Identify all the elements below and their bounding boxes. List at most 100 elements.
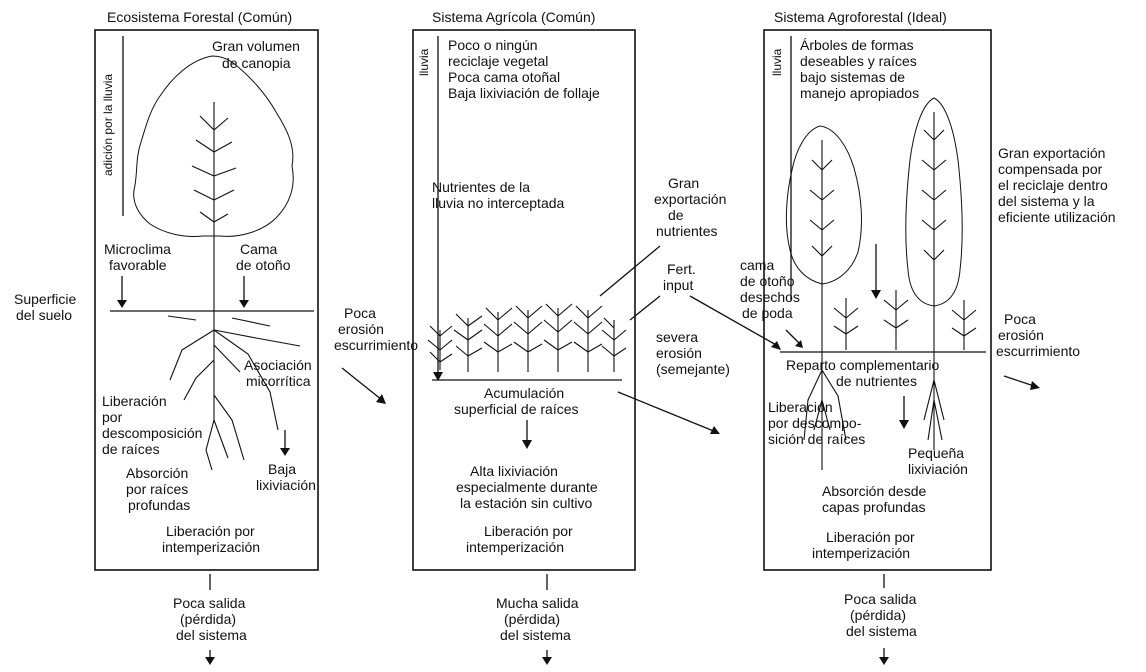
af-weather-2: intemperización xyxy=(812,545,910,561)
af-output-3: del sistema xyxy=(846,623,917,639)
af-absorb-1: Absorción desde xyxy=(822,483,927,499)
decomp-1: Liberación xyxy=(102,393,167,409)
severe-arrow xyxy=(617,391,717,433)
export-3: de xyxy=(668,207,684,223)
af-litter-1: cama xyxy=(740,257,774,273)
af-litter-arrow xyxy=(785,329,801,345)
agri-leach-arrowhead xyxy=(522,440,532,449)
leach-2: lixiviación xyxy=(256,477,316,493)
agri-leach-3: la estación sin cultivo xyxy=(460,495,593,511)
canopy-note-2: de canopia xyxy=(222,55,291,71)
erosion2-3: escurrimiento xyxy=(996,343,1080,359)
leach-arrowhead xyxy=(280,448,290,456)
af-leach-1: Pequeña xyxy=(908,445,964,461)
absorb-3: profundas xyxy=(128,497,190,513)
severe-arrowhead xyxy=(710,426,720,434)
erosion2-1: Poca xyxy=(1004,311,1036,327)
agri-output-1: Mucha salida xyxy=(496,595,579,611)
erosion2-arrowhead xyxy=(1030,381,1040,390)
af-leach-arrowhead xyxy=(899,420,909,429)
agri-note-1: Poco o ningún xyxy=(448,37,538,53)
compens-3: el reciclaje dentro xyxy=(998,177,1108,193)
erosion1-1: Poca xyxy=(344,305,376,321)
af-note-2: deseables y raíces xyxy=(800,53,917,69)
panel-agroforest-title: Sistema Agroforestal (Ideal) xyxy=(774,9,947,25)
af-repl-2: de nutrientes xyxy=(836,373,917,389)
panel-agri-frame xyxy=(412,29,636,571)
erosion1-arrow xyxy=(341,367,383,401)
agri-crops xyxy=(427,303,627,372)
agri-note-4: Baja lixiviación de follaje xyxy=(448,85,600,101)
absorb-1: Absorción xyxy=(126,465,188,481)
canopy-note-1: Gran volumen xyxy=(212,38,300,54)
af-decomp-3: sición de raíces xyxy=(768,431,865,447)
export-4: nutrientes xyxy=(656,223,717,239)
soil-surface-1: Superficie xyxy=(14,291,76,307)
tree-trunk xyxy=(191,102,237,312)
agri-out-arrowhead xyxy=(542,657,552,665)
agri-output-2: (pérdida) xyxy=(504,611,560,627)
af-rain-label: lluvia xyxy=(770,48,784,76)
soil-surface-2: del suelo xyxy=(16,307,72,323)
litter-2: de otoño xyxy=(236,257,291,273)
litter-1: Cama xyxy=(240,241,278,257)
agri-roots-1: Acumulación xyxy=(484,385,564,401)
agri-note-3: Poca cama otoñal xyxy=(448,69,560,85)
severe-1: severa xyxy=(656,329,698,345)
panel-agri-title: Sistema Agrícola (Común) xyxy=(432,9,595,25)
fert-arrowhead xyxy=(771,341,781,350)
absorb-2: por raíces xyxy=(126,481,188,497)
erosion1-2: erosión xyxy=(338,321,384,337)
output-2: (pérdida) xyxy=(180,611,236,627)
compens-1: Gran exportación xyxy=(998,145,1105,161)
af-tree-left-trunk xyxy=(803,140,847,470)
agri-roots-2: superficial de raíces xyxy=(454,401,579,417)
af-note-4: manejo apropiados xyxy=(800,85,919,101)
severe-2: erosión xyxy=(656,345,702,361)
microclimate-1: Microclima xyxy=(104,241,171,257)
tree-canopy xyxy=(133,55,294,237)
agri-nutr-1: Nutrientes de la xyxy=(432,179,530,195)
agri-note-2: reciclaje vegetal xyxy=(448,53,548,69)
af-litter-3: desechos xyxy=(740,289,800,305)
panel-forest-frame xyxy=(94,29,319,571)
micro-arrowhead xyxy=(117,300,127,308)
rain-label: adición por la lluvia xyxy=(101,74,115,176)
af-repl-1: Reparto complementario xyxy=(786,357,940,373)
erosion2-2: erosión xyxy=(998,327,1044,343)
af-leach-2: lixiviación xyxy=(908,461,968,477)
panel-agroforest-frame xyxy=(763,29,992,571)
decomp-4: de raíces xyxy=(102,441,160,457)
weather-1: Liberación por xyxy=(166,523,255,539)
panel-forest: Ecosistema Forestal (Común) adición por … xyxy=(94,9,319,665)
af-litter-4: de poda xyxy=(742,305,793,321)
agri-output-3: del sistema xyxy=(500,627,571,643)
litter-arrowhead xyxy=(239,300,249,308)
panel-agroforest: Sistema Agroforestal (Ideal) lluvia Árbo… xyxy=(740,9,992,665)
tree-roots xyxy=(167,312,301,471)
af-weather-1: Liberación por xyxy=(826,529,915,545)
decomp-3: descomposición xyxy=(102,425,202,441)
agri-weather-2: intemperización xyxy=(466,539,564,555)
erosion2-arrow xyxy=(1003,375,1035,387)
output-1: Poca salida xyxy=(173,595,246,611)
compens-5: eficiente utilización xyxy=(998,209,1116,225)
fert-2: input xyxy=(663,277,693,293)
af-crops xyxy=(833,290,977,350)
export-1: Gran xyxy=(668,175,699,191)
agri-leach-2: especialmente durante xyxy=(456,479,598,495)
af-mid-arrowhead xyxy=(871,290,881,299)
af-tree-left-canopy xyxy=(785,125,862,285)
af-litter-2: de otoño xyxy=(740,273,795,289)
severe-3: (semejante) xyxy=(656,361,730,377)
af-tree-right-trunk xyxy=(921,112,947,450)
erosion1-3: escurrimiento xyxy=(334,337,418,353)
compens-2: compensada por xyxy=(998,161,1103,177)
fert-line-left xyxy=(629,295,661,321)
panel-agri: Sistema Agrícola (Común) lluvia Poco o n… xyxy=(412,9,636,665)
agri-rain-arrowhead xyxy=(433,372,443,381)
fert-1: Fert. xyxy=(667,261,696,277)
export-2: exportación xyxy=(654,191,726,207)
af-output-2: (pérdida) xyxy=(850,607,906,623)
